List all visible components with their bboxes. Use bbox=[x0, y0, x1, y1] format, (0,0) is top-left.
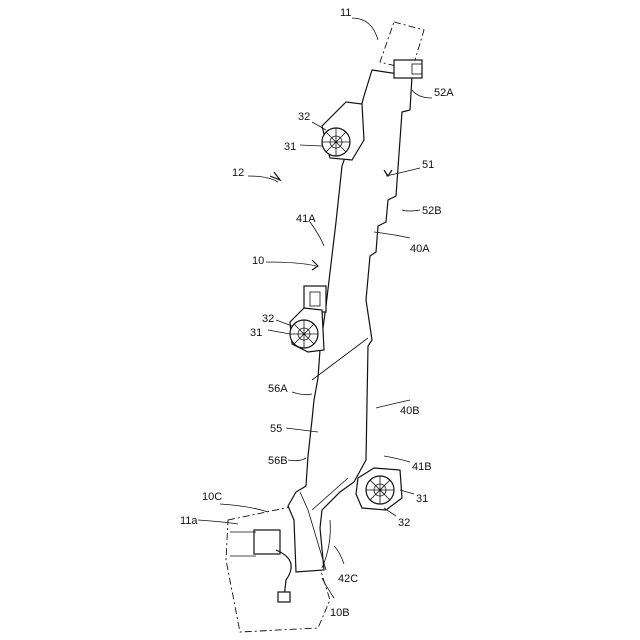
label-11: 11 bbox=[340, 7, 351, 19]
label-31-mid: 31 bbox=[250, 327, 262, 339]
label-31-top: 31 bbox=[284, 141, 296, 153]
component-11-leader bbox=[352, 18, 378, 40]
label-55: 55 bbox=[270, 423, 282, 435]
label-10: 10 bbox=[252, 255, 264, 267]
label-10C: 10C bbox=[202, 491, 222, 503]
label-11a: 11a bbox=[180, 515, 198, 527]
label-56A: 56A bbox=[268, 383, 288, 395]
label-32-top: 32 bbox=[298, 111, 310, 123]
wire bbox=[276, 550, 291, 598]
connector-top bbox=[394, 60, 422, 78]
label-56B: 56B bbox=[268, 455, 288, 467]
label-40A: 40A bbox=[410, 243, 430, 255]
label-32-bottom: 32 bbox=[398, 517, 410, 529]
label-32-mid: 32 bbox=[262, 313, 274, 325]
label-52B: 52B bbox=[422, 205, 442, 217]
label-51: 51 bbox=[422, 159, 434, 171]
label-41A: 41A bbox=[296, 213, 316, 225]
label-40B: 40B bbox=[400, 405, 420, 417]
wire-end bbox=[278, 592, 290, 602]
label-31-bottom: 31 bbox=[416, 493, 428, 505]
label-10B: 10B bbox=[330, 607, 350, 619]
label-12: 12 bbox=[232, 167, 244, 179]
clamp-top bbox=[322, 102, 364, 160]
clamp-middle bbox=[290, 308, 324, 352]
label-52A: 52A bbox=[434, 87, 454, 99]
label-41B: 41B bbox=[412, 461, 432, 473]
pipe-line bbox=[230, 532, 256, 556]
clamp-bottom bbox=[356, 468, 402, 510]
label-42C: 42C bbox=[338, 573, 358, 585]
